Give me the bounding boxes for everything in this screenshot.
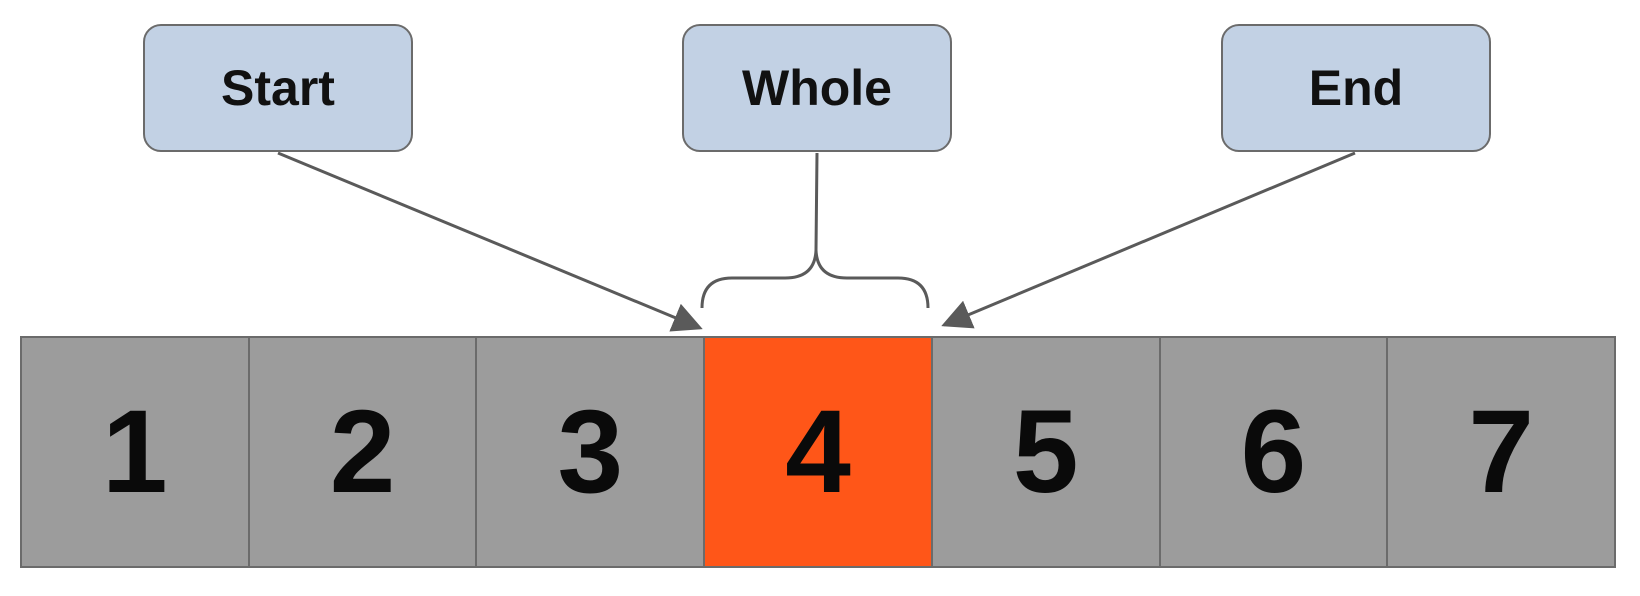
cell-2: 2: [249, 338, 478, 566]
whole-label: Whole: [742, 60, 892, 116]
cell-5: 5: [932, 338, 1161, 566]
end-label: End: [1308, 60, 1404, 116]
start-arrow: [277, 151, 703, 332]
cell-7: 7: [1388, 338, 1615, 566]
cell-3: 3: [477, 338, 706, 566]
whole-label-box: Whole: [682, 24, 952, 152]
cell-6: 6: [1160, 338, 1389, 566]
cell-4: 4: [705, 338, 933, 566]
cell-1: 1: [22, 338, 250, 566]
end-arrow: [941, 151, 1356, 329]
start-label-box: Start: [143, 24, 413, 152]
whole-brace: [700, 152, 930, 309]
start-label: Start: [221, 60, 335, 116]
end-label-box: End: [1221, 24, 1491, 152]
